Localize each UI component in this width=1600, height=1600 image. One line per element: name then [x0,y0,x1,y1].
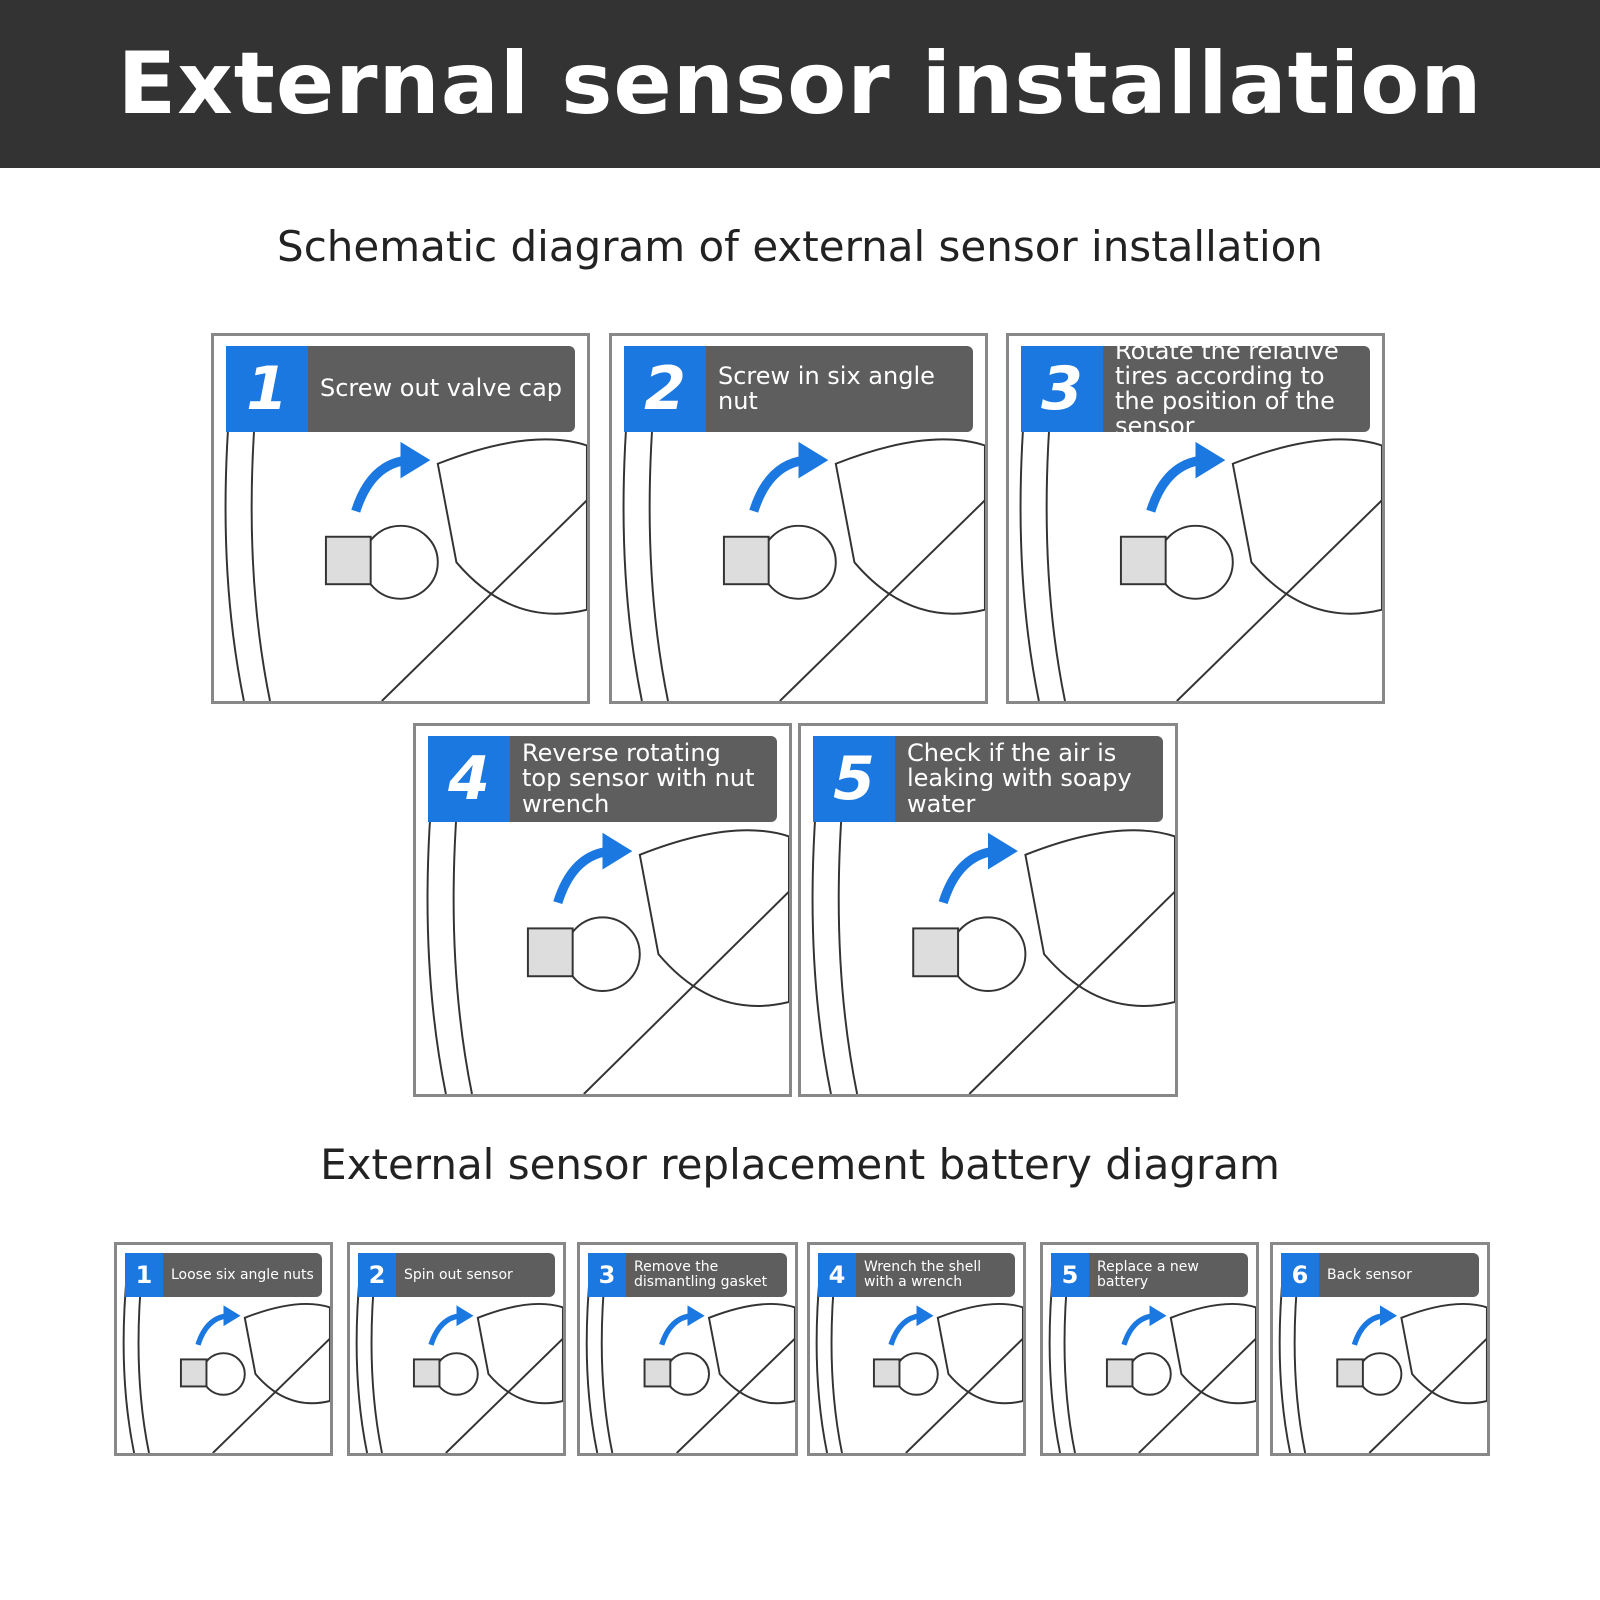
step-number: 4 [818,1253,856,1297]
step-illustration [224,372,587,701]
installation-heading: Schematic diagram of external sensor ins… [277,222,1323,271]
step-illustration [1278,1265,1487,1453]
step-text: Replace a new battery [1089,1253,1248,1297]
rotation-arrow-icon [1121,1313,1155,1346]
step-illustration [815,1265,1023,1453]
step-number: 1 [125,1253,163,1297]
step-number: 2 [624,346,706,432]
step-illustration [426,762,789,1094]
step-text: Loose six angle nuts [163,1253,322,1297]
rotation-arrow-icon [749,455,807,513]
step-illustration [1048,1265,1256,1453]
step-illustration [622,372,985,701]
step-number: 4 [428,736,510,822]
step-number: 3 [1021,346,1103,432]
rotation-arrow-icon [1351,1313,1385,1346]
step-text: Check if the air is leaking with soapy w… [895,736,1163,822]
step-illustration [585,1265,795,1453]
step-number: 5 [813,736,895,822]
battery-heading: External sensor replacement battery diag… [320,1140,1280,1189]
rotation-arrow-icon [938,846,997,905]
title-banner: External sensor installation [0,0,1600,168]
step-illustration [355,1265,563,1453]
rotation-arrow-icon [1146,455,1204,513]
step-number: 5 [1051,1253,1089,1297]
step-text: Reverse rotating top sensor with nut wre… [510,736,777,822]
rotation-arrow-icon [888,1313,922,1346]
rotation-arrow-icon [428,1313,462,1346]
step-text: Remove the dismantling gasket [626,1253,787,1297]
rotation-arrow-icon [351,455,409,513]
step-text: Screw in six angle nut [706,346,973,432]
step-number: 1 [226,346,308,432]
step-illustration [1019,372,1382,701]
step-number: 6 [1281,1253,1319,1297]
page-title: External sensor installation [117,34,1483,134]
step-illustration [122,1265,330,1453]
rotation-arrow-icon [195,1313,229,1346]
step-text: Screw out valve cap [308,346,575,432]
step-text: Wrench the shell with a wrench [856,1253,1015,1297]
step-text: Rotate the relative tires according to t… [1103,338,1370,439]
step-text: Back sensor [1319,1253,1479,1297]
rotation-arrow-icon [553,846,611,905]
step-number: 3 [588,1253,626,1297]
step-number: 2 [358,1253,396,1297]
step-text: Spin out sensor [396,1253,555,1297]
rotation-arrow-icon [659,1313,693,1346]
